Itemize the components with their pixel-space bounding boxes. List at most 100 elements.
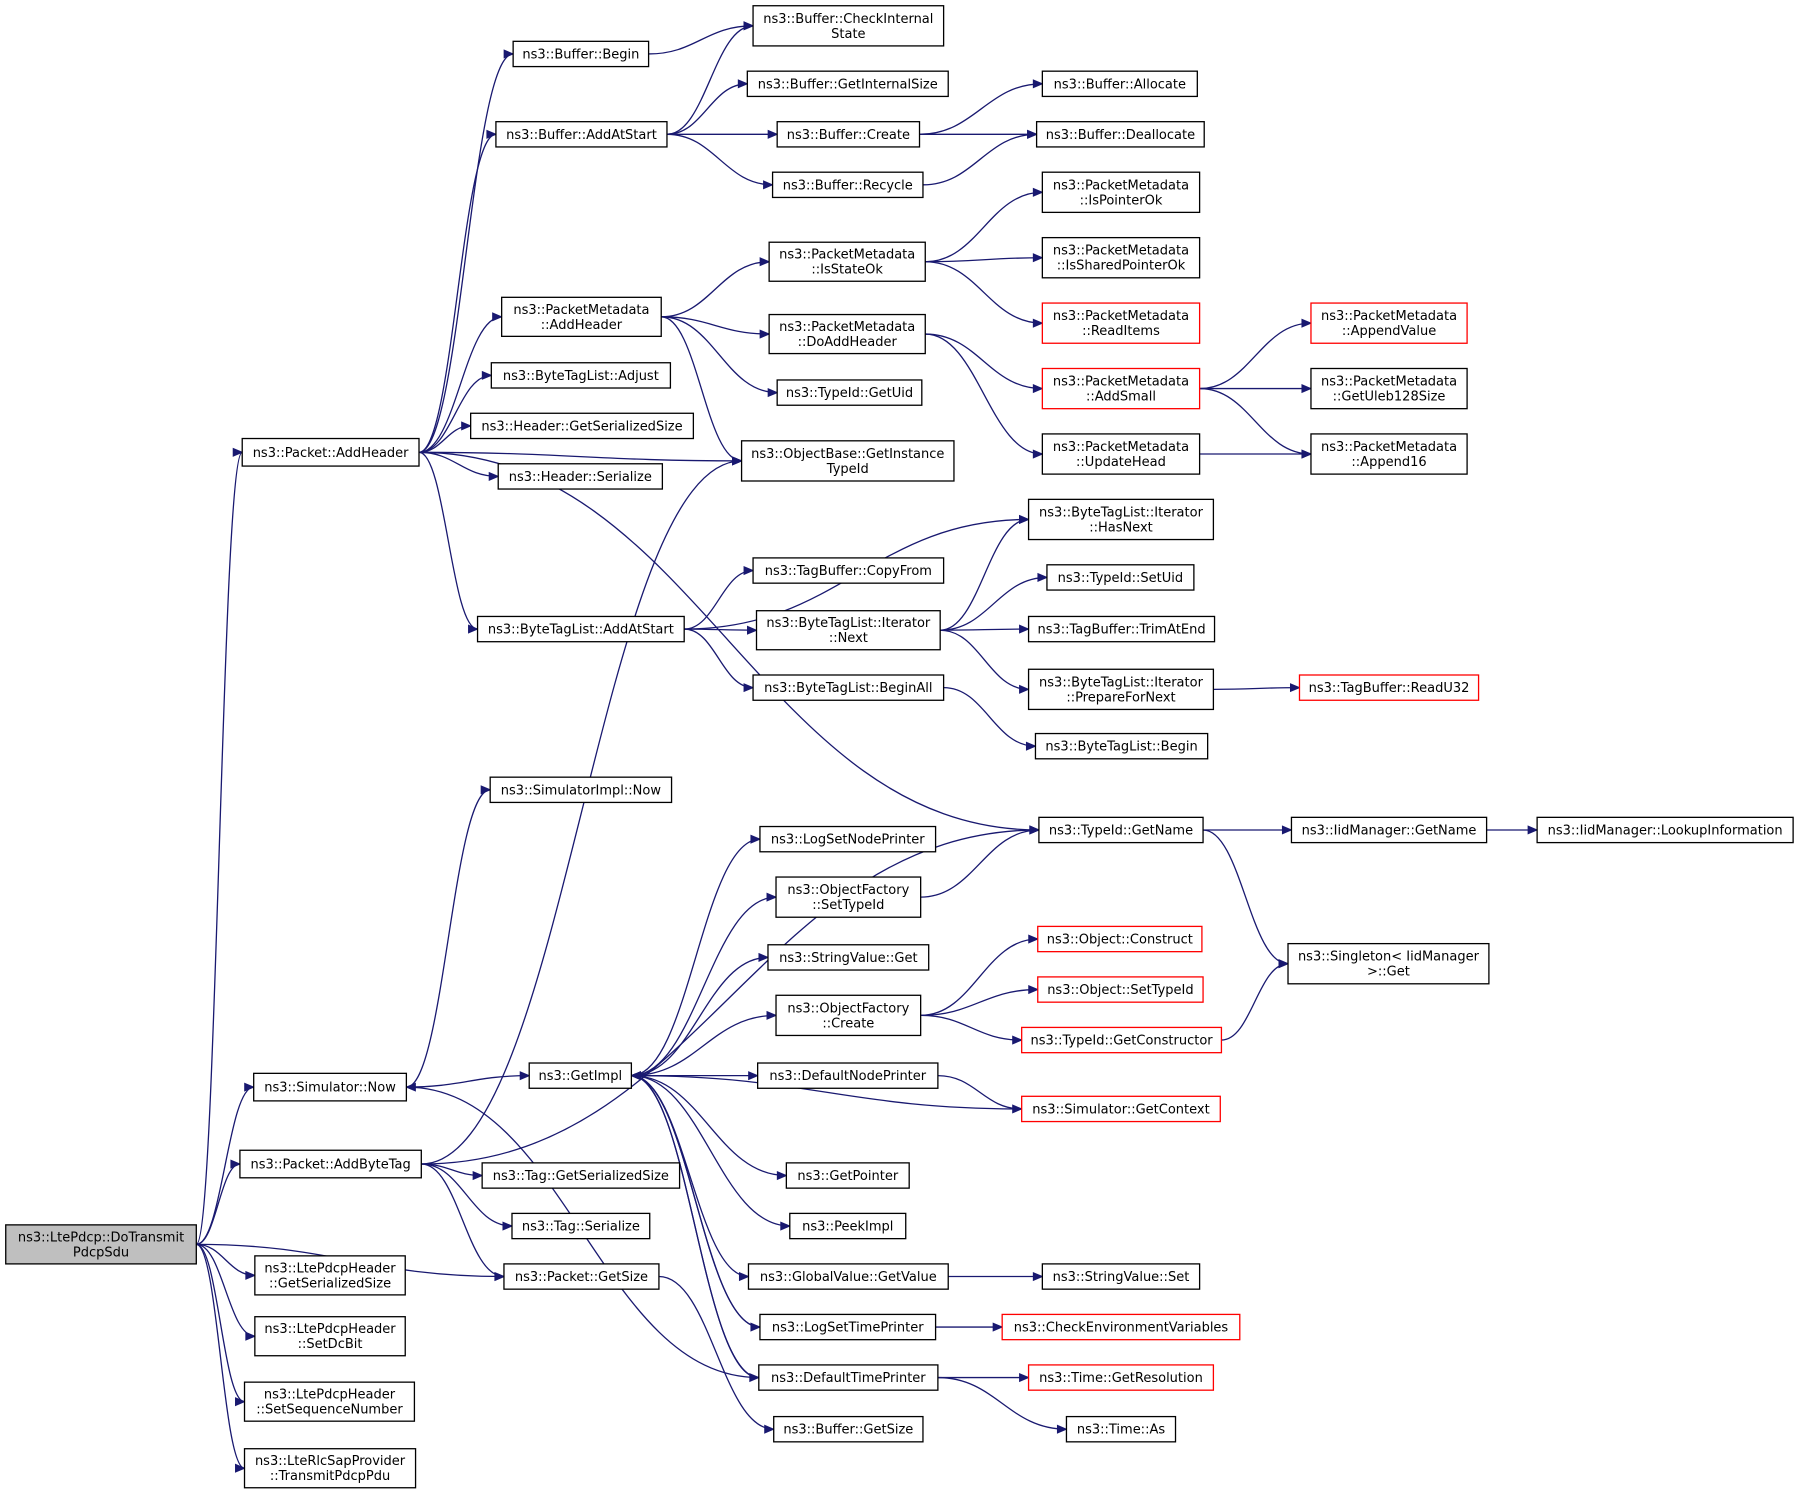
- arrowhead-icon: [763, 180, 774, 190]
- graph-node-ns3-stringvalue-set[interactable]: ns3::StringValue::Set: [1041, 1263, 1201, 1290]
- graph-node-ns3-singleton-iidmanager-get[interactable]: ns3::Singleton< IidManager>::Get: [1287, 942, 1490, 985]
- call-edge: [940, 629, 1029, 690]
- node-box: [1035, 121, 1205, 148]
- graph-node-ns3-tag-getserializedsize[interactable]: ns3::Tag::GetSerializedSize: [481, 1162, 681, 1189]
- arrowhead-icon: [1028, 934, 1040, 944]
- node-label: ns3::IidManager::GetName: [1302, 823, 1477, 838]
- node-label: ns3::Time::GetResolution: [1039, 1371, 1203, 1386]
- graph-node-ns3-header-getserializedsize[interactable]: ns3::Header::GetSerializedSize: [470, 412, 695, 440]
- graph-node-ns3-packetmetadata-append16[interactable]: ns3::PacketMetadata::Append16: [1310, 433, 1468, 475]
- graph-node-ns3-buffer-deallocate[interactable]: ns3::Buffer::Deallocate: [1035, 121, 1205, 148]
- node-label: ns3::Object::Construct: [1047, 933, 1193, 948]
- graph-node-ns3-bytetaglist-iterator-next[interactable]: ns3::ByteTagList::Iterator::Next: [755, 610, 941, 651]
- graph-node-ns3-packet-addheader[interactable]: ns3::Packet::AddHeader: [241, 437, 420, 467]
- graph-node-ns3-defaultnodeprinter[interactable]: ns3::DefaultNodePrinter: [757, 1062, 939, 1089]
- graph-node-ns3-globalvalue-getvalue[interactable]: ns3::GlobalValue::GetValue: [747, 1263, 949, 1290]
- graph-node-ns3-buffer-recycle[interactable]: ns3::Buffer::Recycle: [771, 171, 924, 199]
- graph-node-ns3-peekimpl[interactable]: ns3::PeekImpl: [789, 1212, 907, 1240]
- node-box: [1041, 70, 1198, 98]
- node-label: ::Append16: [1351, 455, 1426, 470]
- graph-node-ns3-packetmetadata-isstateok[interactable]: ns3::PacketMetadata::IsStateOk: [768, 241, 926, 282]
- graph-node-ns3-packetmetadata-ispointerok[interactable]: ns3::PacketMetadata::IsPointerOk: [1041, 171, 1201, 214]
- graph-node-ns3-iidmanager-getname[interactable]: ns3::IidManager::GetName: [1290, 816, 1488, 844]
- graph-node-ns3-simulatorimpl-now[interactable]: ns3::SimulatorImpl::Now: [489, 776, 673, 804]
- graph-node-ns3-buffer-begin[interactable]: ns3::Buffer::Begin: [512, 40, 650, 68]
- graph-node-ns3-packetmetadata-addsmall[interactable]: ns3::PacketMetadata::AddSmall: [1041, 367, 1201, 410]
- node-label: ns3::TypeId::SetUid: [1058, 571, 1183, 586]
- graph-node-ns3-defaulttimeprinter[interactable]: ns3::DefaultTimePrinter: [758, 1364, 939, 1391]
- call-edge: [1199, 322, 1311, 390]
- graph-node-ns3-packetmetadata-addheader[interactable]: ns3::PacketMetadata::AddHeader: [501, 296, 662, 338]
- graph-node-ns3-simulator-now[interactable]: ns3::Simulator::Now: [253, 1072, 408, 1102]
- graph-node-ns3-header-serialize[interactable]: ns3::Header::Serialize: [497, 463, 664, 490]
- graph-node-ns3-packet-getsize[interactable]: ns3::Packet::GetSize: [503, 1263, 660, 1290]
- graph-node-ns3-packetmetadata-issharedpointerok[interactable]: ns3::PacketMetadata::IsSharedPointerOk: [1041, 236, 1201, 279]
- graph-node-ns3-getimpl[interactable]: ns3::GetImpl: [528, 1062, 633, 1089]
- graph-node-ns3-bytetaglist-iterator-preparefornext[interactable]: ns3::ByteTagList::Iterator::PrepareForNe…: [1027, 668, 1215, 711]
- graph-node-ns3-buffer-allocate[interactable]: ns3::Buffer::Allocate: [1041, 70, 1198, 98]
- graph-node-ns3-ltepdcpheader-setdcbit[interactable]: ns3::LtePdcpHeader::SetDcBit: [254, 1316, 406, 1357]
- graph-node-ns3-tagbuffer-trimatend[interactable]: ns3::TagBuffer::TrimAtEnd: [1027, 615, 1216, 643]
- node-box: [470, 412, 695, 440]
- graph-node-ns3-buffer-create[interactable]: ns3::Buffer::Create: [776, 121, 921, 148]
- node-label: ns3::ByteTagList::Iterator: [1039, 675, 1204, 690]
- graph-node-ns3-ltepdcpheader-setsequencenumber[interactable]: ns3::LtePdcpHeader::SetSequenceNumber: [243, 1381, 416, 1422]
- arrowhead-icon: [503, 49, 515, 59]
- node-box: [5, 1224, 197, 1265]
- graph-node-ns3-typeid-getuid[interactable]: ns3::TypeId::GetUid: [776, 379, 923, 406]
- graph-node-ns3-lterlcsapprovider-transmitpdcppdu[interactable]: ns3::LteRlcSapProvider::TransmitPdcpPdu: [243, 1448, 417, 1489]
- graph-node-ns3-bytetaglist-adjust[interactable]: ns3::ByteTagList::Adjust: [490, 362, 672, 389]
- graph-node-ns3-packetmetadata-updatehead[interactable]: ns3::PacketMetadata::UpdateHead: [1041, 433, 1201, 475]
- graph-node-ns3-logsetnodeprinter[interactable]: ns3::LogSetNodePrinter: [759, 825, 937, 853]
- graph-node-ns3-time-getresolution[interactable]: ns3::Time::GetResolution: [1027, 1364, 1215, 1391]
- graph-node-ns3-tagbuffer-copyfrom[interactable]: ns3::TagBuffer::CopyFrom: [752, 557, 945, 584]
- graph-node-ns3-packetmetadata-appendvalue[interactable]: ns3::PacketMetadata::AppendValue: [1310, 302, 1468, 344]
- node-box: [768, 313, 926, 355]
- graph-node-ns3-buffer-addatstart[interactable]: ns3::Buffer::AddAtStart: [495, 121, 668, 148]
- arrowhead-icon: [747, 625, 758, 635]
- call-edge: [419, 451, 499, 478]
- arrowhead-icon: [759, 329, 771, 339]
- node-label: ::SetTypeId: [812, 898, 884, 913]
- graph-node-ns3-typeid-setuid[interactable]: ns3::TypeId::SetUid: [1046, 564, 1195, 591]
- graph-node-ns3-getpointer[interactable]: ns3::GetPointer: [785, 1162, 910, 1189]
- graph-node-ns3-object-construct[interactable]: ns3::Object::Construct: [1037, 925, 1203, 953]
- node-box: [1034, 732, 1209, 760]
- graph-node-ns3-packetmetadata-getuleb128size[interactable]: ns3::PacketMetadata::GetUleb128Size: [1310, 367, 1468, 410]
- graph-node-ns3-time-as[interactable]: ns3::Time::As: [1065, 1415, 1177, 1443]
- node-box: [511, 1212, 651, 1240]
- graph-node-ns3-simulator-getcontext[interactable]: ns3::Simulator::GetContext: [1021, 1095, 1221, 1123]
- graph-node-ns3-objectfactory-create[interactable]: ns3::ObjectFactory::Create: [775, 994, 922, 1037]
- graph-node-ns3-checkenvironmentvariables[interactable]: ns3::CheckEnvironmentVariables: [1001, 1313, 1241, 1341]
- graph-node-ns3-buffer-getsize[interactable]: ns3::Buffer::GetSize: [773, 1415, 924, 1443]
- graph-node-ns3-typeid-getname[interactable]: ns3::TypeId::GetName: [1038, 816, 1204, 844]
- graph-node-ns3-bytetaglist-beginall[interactable]: ns3::ByteTagList::BeginAll: [752, 674, 945, 701]
- graph-node-ns3-bytetaglist-begin[interactable]: ns3::ByteTagList::Begin: [1034, 732, 1209, 760]
- graph-node-ns3-ltepdcpheader-getserializedsize[interactable]: ns3::LtePdcpHeader::GetSerializedSize: [254, 1255, 406, 1296]
- graph-node-ns3-packet-addbytetag[interactable]: ns3::Packet::AddByteTag: [239, 1149, 422, 1179]
- graph-node-ns3-bytetaglist-iterator-hasnext[interactable]: ns3::ByteTagList::Iterator::HasNext: [1027, 498, 1215, 541]
- node-box: [1037, 976, 1204, 1003]
- call-edge: [631, 1074, 1022, 1110]
- graph-node-ns3-packetmetadata-doaddheader[interactable]: ns3::PacketMetadata::DoAddHeader: [768, 313, 926, 355]
- graph-node-ns3-buffer-getinternalsize[interactable]: ns3::Buffer::GetInternalSize: [746, 70, 949, 98]
- graph-node-ns3-object-settypeid[interactable]: ns3::Object::SetTypeId: [1037, 976, 1204, 1003]
- graph-node-ns3-tag-serialize[interactable]: ns3::Tag::Serialize: [511, 1212, 651, 1240]
- graph-node-ns3-stringvalue-get[interactable]: ns3::StringValue::Get: [767, 944, 930, 971]
- graph-node-ns3-bytetaglist-addatstart[interactable]: ns3::ByteTagList::AddAtStart: [476, 615, 685, 643]
- node-label: ::DoAddHeader: [798, 335, 898, 350]
- graph-node-ns3-objectfactory-settypeid[interactable]: ns3::ObjectFactory::SetTypeId: [775, 876, 922, 918]
- graph-node-ns3-logsettimeprinter[interactable]: ns3::LogSetTimePrinter: [759, 1313, 937, 1341]
- call-edge: [920, 1014, 1022, 1041]
- call-edge: [631, 1074, 760, 1328]
- graph-node-ns3-iidmanager-lookupinformation[interactable]: ns3::IidManager::LookupInformation: [1536, 816, 1794, 844]
- graph-node-ns3-typeid-getconstructor[interactable]: ns3::TypeId::GetConstructor: [1021, 1026, 1223, 1054]
- node-label: ns3::ObjectFactory: [787, 883, 909, 898]
- node-label: ::IsSharedPointerOk: [1057, 259, 1186, 274]
- graph-node-ns3-tagbuffer-readu32[interactable]: ns3::TagBuffer::ReadU32: [1298, 674, 1480, 701]
- graph-node-ns3-packetmetadata-readitems[interactable]: ns3::PacketMetadata::ReadItems: [1041, 302, 1201, 344]
- node-box: [757, 1062, 939, 1089]
